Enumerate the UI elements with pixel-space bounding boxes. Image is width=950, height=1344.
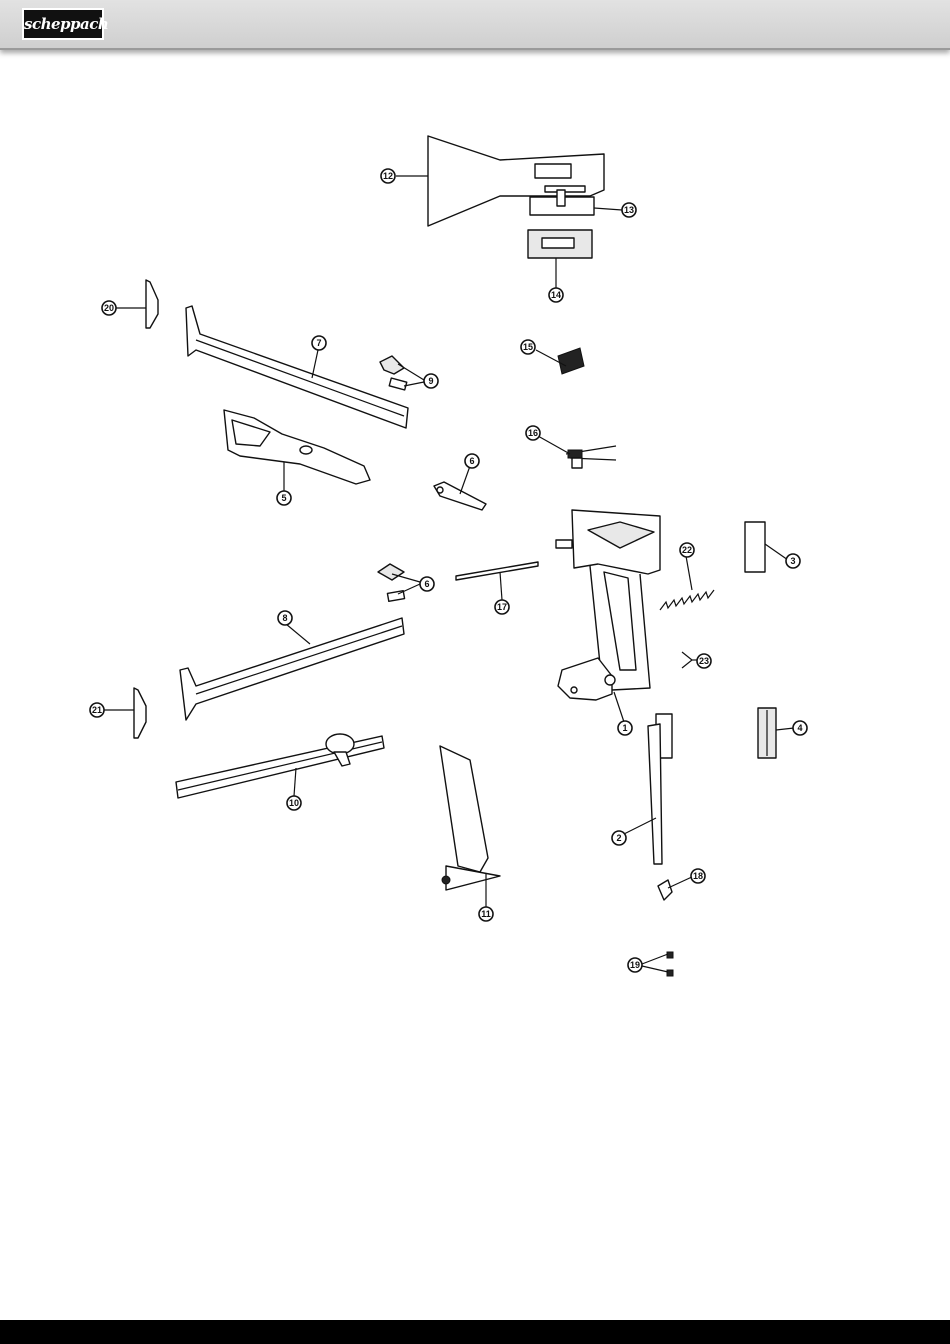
callout-6-top: 6: [465, 454, 479, 468]
part-6-key-top: [434, 482, 486, 510]
svg-text:20: 20: [104, 303, 114, 313]
callout-16: 16: [526, 426, 540, 440]
part-16-lever: [566, 446, 616, 468]
part-2-leg: [648, 714, 672, 864]
part-1-frame: [556, 510, 660, 700]
part-9-bracket-top: [380, 356, 407, 390]
callout-3: 3: [786, 554, 800, 568]
svg-text:11: 11: [481, 909, 491, 919]
callout-20: 20: [102, 301, 116, 315]
callout-15: 15: [521, 340, 535, 354]
callout-4: 4: [793, 721, 807, 735]
callout-22: 22: [680, 543, 694, 557]
svg-text:9: 9: [428, 376, 433, 386]
part-6-key-lower: [378, 564, 405, 601]
svg-text:15: 15: [523, 342, 533, 352]
callout-1: 1: [618, 721, 632, 735]
callout-7: 7: [312, 336, 326, 350]
callout-11: 11: [479, 907, 493, 921]
part-15-block: [558, 348, 584, 374]
svg-text:14: 14: [551, 290, 561, 300]
svg-text:5: 5: [281, 493, 286, 503]
callout-23: 23: [697, 654, 711, 668]
callout-18: 18: [691, 869, 705, 883]
callout-8: 8: [278, 611, 292, 625]
callout-21: 21: [90, 703, 104, 717]
svg-text:22: 22: [682, 545, 692, 555]
svg-text:23: 23: [699, 656, 709, 666]
svg-text:4: 4: [797, 723, 802, 733]
part-17-rod: [456, 562, 538, 580]
callout-12: 12: [381, 169, 395, 183]
svg-text:7: 7: [316, 338, 321, 348]
svg-text:12: 12: [383, 171, 393, 181]
svg-text:21: 21: [92, 705, 102, 715]
leader-lines: [104, 176, 794, 972]
part-8-arm: [180, 618, 404, 720]
svg-text:2: 2: [616, 833, 621, 843]
page-footer-bar: [0, 1320, 950, 1344]
svg-text:8: 8: [282, 613, 287, 623]
callout-6-lower: 6: [420, 577, 434, 591]
part-11-leg: [440, 746, 500, 890]
callout-10: 10: [287, 796, 301, 810]
svg-text:10: 10: [289, 798, 299, 808]
callout-14: 14: [549, 288, 563, 302]
svg-text:3: 3: [790, 556, 795, 566]
callout-19: 19: [628, 958, 642, 972]
callout-17: 17: [495, 600, 509, 614]
svg-text:18: 18: [693, 871, 703, 881]
part-21-cap: [134, 688, 146, 738]
svg-text:13: 13: [624, 205, 634, 215]
part-5-tray: [224, 410, 370, 484]
callout-13: 13: [622, 203, 636, 217]
part-18-knob: [658, 880, 672, 900]
part-20-cap: [146, 280, 158, 328]
part-22-spring: [660, 590, 714, 610]
svg-text:16: 16: [528, 428, 538, 438]
callout-5: 5: [277, 491, 291, 505]
part-3-plate: [745, 522, 765, 572]
part-23-pin: [682, 652, 692, 668]
callout-9: 9: [424, 374, 438, 388]
callout-2: 2: [612, 831, 626, 845]
svg-text:17: 17: [497, 602, 507, 612]
svg-text:1: 1: [622, 723, 627, 733]
svg-text:6: 6: [424, 579, 429, 589]
part-4-block: [758, 708, 776, 758]
part-7-arm: [186, 306, 408, 428]
part-10-bar: [176, 734, 384, 798]
part-14-insert: [528, 230, 592, 258]
svg-text:19: 19: [630, 960, 640, 970]
svg-text:6: 6: [469, 456, 474, 466]
